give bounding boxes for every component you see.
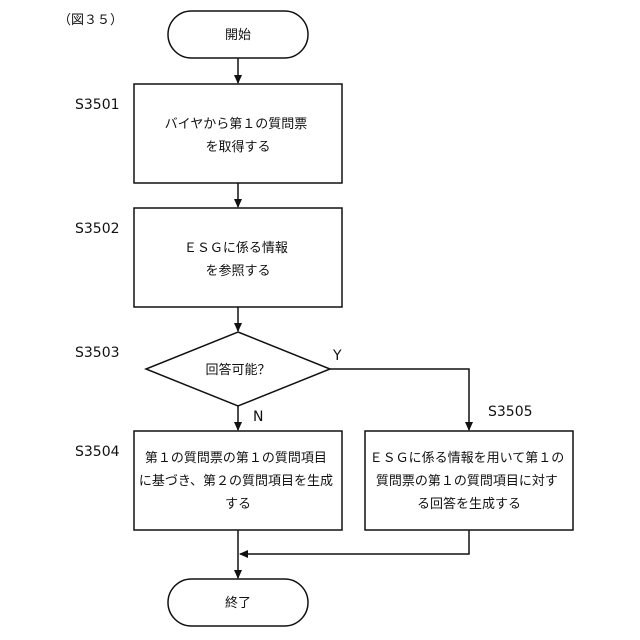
- step-id-s3501: S3501: [75, 97, 120, 113]
- connector-yes-branch: [330, 369, 469, 430]
- step-id-s3502: S3502: [75, 221, 120, 237]
- step-text-s3504-line3: する: [225, 497, 251, 512]
- end-text: 終了: [225, 595, 251, 611]
- process-box-s3501: [134, 84, 342, 183]
- step-text-s3504-line2: に基づき、第２の質問項目を生成: [139, 474, 333, 489]
- step-id-s3503: S3503: [75, 345, 120, 361]
- connector-s3505-merge: [240, 530, 469, 554]
- decision-text-s3503: 回答可能？: [205, 362, 270, 378]
- step-text-s3505-line1: ＥＳＧに係る情報を用いて第１の: [370, 451, 565, 466]
- step-text-s3505-line2: 質問票の第１の質問項目に対す: [376, 474, 558, 489]
- no-label: N: [253, 409, 263, 425]
- figure-label: （図３５）: [58, 13, 123, 28]
- yes-label: Y: [332, 348, 342, 364]
- step-text-s3501-line1: バイヤから第１の質問票: [165, 117, 308, 132]
- step-id-s3505: S3505: [488, 404, 533, 420]
- start-text: 開始: [225, 28, 251, 43]
- step-text-s3505-line3: る回答を生成する: [417, 496, 521, 512]
- process-box-s3502: [134, 208, 342, 307]
- step-text-s3501-line2: を取得する: [205, 139, 270, 155]
- step-text-s3502-line2: を参照する: [205, 263, 270, 279]
- step-id-s3504: S3504: [75, 444, 120, 460]
- step-text-s3504-line1: 第１の質問票の第１の質問項目: [145, 451, 327, 466]
- step-text-s3502-line1: ＥＳＧに係る情報: [184, 241, 288, 256]
